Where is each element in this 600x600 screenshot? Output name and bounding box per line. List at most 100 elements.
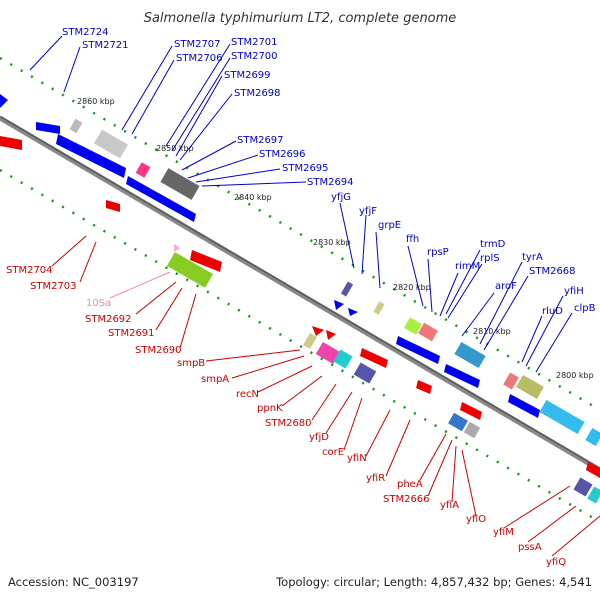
gene-label[interactable]: yfiH <box>564 286 584 297</box>
gene-arrow <box>334 300 344 310</box>
gene-label[interactable]: smpB <box>177 358 205 369</box>
gene-arrow <box>416 380 432 394</box>
gene-block <box>340 281 354 297</box>
gene-block <box>166 252 214 288</box>
kbp-label: 2830 kbp <box>313 238 351 247</box>
gene-label[interactable]: yfiN <box>347 453 367 464</box>
gene-arrow <box>312 326 324 336</box>
gene-block <box>160 168 200 200</box>
gene-arrow <box>56 134 126 178</box>
gene-label[interactable]: STM2694 <box>307 177 354 188</box>
kbp-label: 2860 kbp <box>77 97 115 106</box>
gene-label[interactable]: STM2699 <box>224 70 271 81</box>
gene-label[interactable]: STM2692 <box>85 314 132 325</box>
gene-arrow <box>126 176 196 222</box>
gene-arrow <box>106 200 120 212</box>
gene-label[interactable]: STM2721 <box>82 40 129 51</box>
gene-block <box>69 118 83 134</box>
gene-block <box>539 399 585 435</box>
gene-arrow <box>396 336 440 364</box>
gene-label[interactable]: yfiR <box>366 473 385 484</box>
gene-label[interactable]: STM2696 <box>259 149 306 160</box>
gene-label[interactable]: STM2698 <box>234 88 281 99</box>
gene-arrow <box>444 364 480 388</box>
gene-label[interactable]: STM2666 <box>383 494 430 505</box>
gene-label[interactable]: STM2680 <box>265 418 312 429</box>
gene-block <box>373 301 385 315</box>
gene-block <box>585 427 600 447</box>
gene-label[interactable]: grpE <box>378 220 401 231</box>
gene-label[interactable]: tyrA <box>522 252 543 263</box>
gene-label[interactable]: clpB <box>574 303 596 314</box>
gene-label[interactable]: yfiA <box>440 500 459 511</box>
map-title: Salmonella typhimurium LT2, complete gen… <box>144 11 457 26</box>
kbp-label: 2850 kbp <box>156 144 194 153</box>
gene-label[interactable]: corE <box>322 447 344 458</box>
gene-label[interactable]: STM2701 <box>231 37 278 48</box>
gene-arrow <box>460 402 482 420</box>
gene-label[interactable]: yfiQ <box>546 557 566 568</box>
accession-text: Accession: NC_003197 <box>8 575 139 589</box>
gene-block <box>135 162 151 178</box>
gene-label[interactable]: rimM <box>455 261 480 272</box>
rna-labels: 10Sa <box>86 298 111 309</box>
gene-label[interactable]: recN <box>236 389 259 400</box>
gene-arrow <box>348 308 358 316</box>
gene-block <box>516 374 544 400</box>
gene-block <box>94 129 128 159</box>
gene-label[interactable]: STM2668 <box>529 266 576 277</box>
forward-leader-lines <box>29 35 573 373</box>
gene-arrow <box>586 462 600 478</box>
forward-labels: STM2724 STM2721 STM2707 STM2706 STM2701 … <box>62 27 596 317</box>
gene-label[interactable]: STM2690 <box>135 345 182 356</box>
gene-block <box>303 332 317 350</box>
kbp-label: 2810 kbp <box>473 327 511 336</box>
gene-label[interactable]: ffh <box>406 234 419 245</box>
gene-label[interactable]: yfjF <box>359 206 377 217</box>
gene-block <box>463 421 481 439</box>
reverse-genes <box>0 136 600 504</box>
gene-arrow <box>0 94 8 108</box>
gene-label[interactable]: yfjG <box>331 192 351 203</box>
kbp-label: 2840 kbp <box>234 193 272 202</box>
gene-arrow <box>174 244 180 252</box>
gene-block <box>353 362 377 384</box>
gene-label[interactable]: pheA <box>397 479 423 490</box>
gene-arrow <box>36 122 60 134</box>
gene-arrow <box>508 394 540 418</box>
forward-genes <box>0 94 600 447</box>
gene-label[interactable]: yfjD <box>309 432 329 443</box>
gene-label[interactable]: STM2700 <box>231 51 278 62</box>
gene-label[interactable]: STM2695 <box>282 163 329 174</box>
gene-label[interactable]: STM2704 <box>6 265 53 276</box>
gene-block <box>333 349 353 369</box>
gene-label[interactable]: ppnK <box>257 403 283 414</box>
gene-label[interactable]: rpsP <box>427 247 449 258</box>
gene-label[interactable]: STM2706 <box>176 53 223 64</box>
gene-label[interactable]: yfiO <box>466 514 486 525</box>
gene-arrow <box>0 136 22 150</box>
gene-label[interactable]: 10Sa <box>86 298 111 309</box>
gene-label[interactable]: STM2697 <box>237 135 284 146</box>
gene-label[interactable]: STM2703 <box>30 281 77 292</box>
gene-label[interactable]: smpA <box>201 374 229 385</box>
gene-label[interactable]: yfiM <box>493 527 514 538</box>
gene-label[interactable]: STM2691 <box>108 328 155 339</box>
gene-block <box>315 341 341 365</box>
gene-label[interactable]: STM2724 <box>62 27 109 38</box>
gene-label[interactable]: rluD <box>542 306 563 317</box>
gene-label[interactable]: rplS <box>480 253 500 264</box>
gene-label[interactable]: STM2707 <box>174 39 221 50</box>
gene-block <box>403 317 423 335</box>
gene-arrow <box>326 330 336 340</box>
rna-leader-lines <box>109 271 171 299</box>
topology-summary: Topology: circular; Length: 4,857,432 bp… <box>275 575 592 589</box>
gene-block <box>573 477 593 497</box>
gene-label[interactable]: pssA <box>518 542 542 553</box>
gene-block <box>454 341 486 369</box>
gene-label[interactable]: aroF <box>495 281 517 292</box>
gene-label[interactable]: trmD <box>480 239 506 250</box>
reverse-leader-lines <box>51 235 600 557</box>
